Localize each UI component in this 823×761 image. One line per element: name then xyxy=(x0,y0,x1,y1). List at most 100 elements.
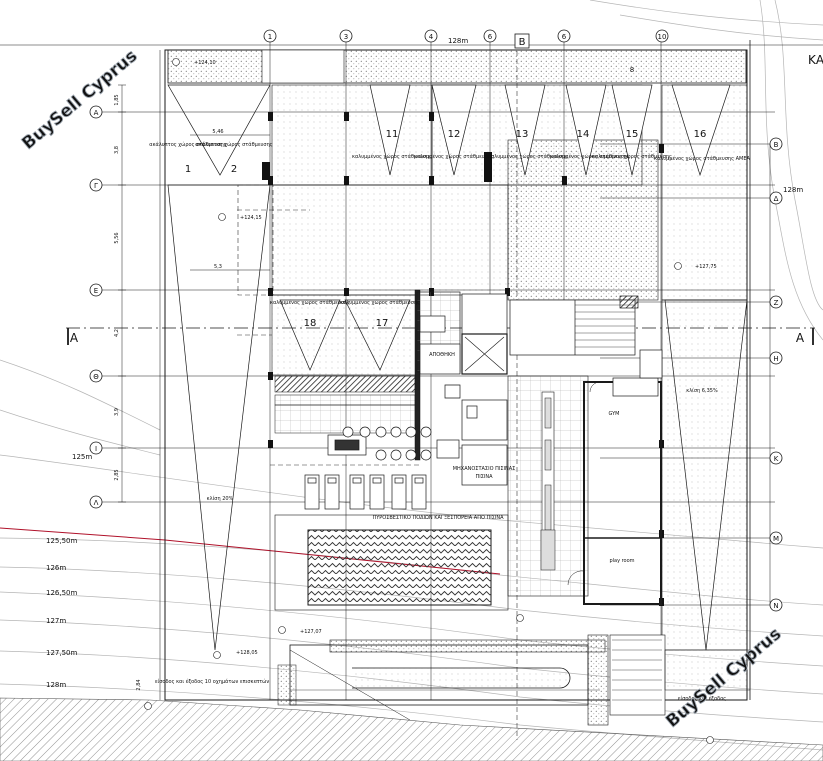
grid-label-col-6b: 6 xyxy=(562,33,567,41)
dimension-labels: 1,85 3,8 5,56 4,2 3,9 2,85 5,46 5,3 2,84 xyxy=(114,94,224,690)
contour-label: 127,50m xyxy=(46,649,77,657)
parking-number: 1 xyxy=(185,164,191,175)
pool xyxy=(307,529,492,606)
entrance-ramp xyxy=(277,634,751,726)
parking-number: 2 xyxy=(231,164,237,175)
dimension-label: 3,8 xyxy=(114,146,120,154)
parking-number: 16 xyxy=(694,129,707,140)
contour-label: 128m xyxy=(46,681,66,689)
contour-label: 125m xyxy=(72,453,92,461)
grid-label-col-10: 10 xyxy=(658,33,667,41)
parking-markers-top xyxy=(369,84,731,177)
parking-number: 12 xyxy=(448,129,461,140)
room-label-storage: ΑΠΟΘΗΚΗ xyxy=(429,352,455,358)
grid-label-row-delta: Δ xyxy=(774,195,779,203)
parking-label: καλυμμένος χώρος στάθμευσης xyxy=(352,153,432,160)
section-marker-left: A xyxy=(70,331,79,345)
grid-label-col-8: 8 xyxy=(630,66,634,74)
dimension-label: 3,9 xyxy=(114,408,120,416)
contour-labels: 125m 125,50m 126m 126,50m 127m 127,50m 1… xyxy=(46,37,803,689)
grid-label-row-m: M xyxy=(773,535,779,543)
room-labels: ΑΠΟΘΗΚΗ GYM play room ΠΙΣΙΝΑ ΜΗΧΑΝΟΣΤΑΣΙ… xyxy=(372,352,634,564)
road-level-top: 128m xyxy=(448,37,468,45)
grid-bubbles xyxy=(89,29,783,612)
section-marker-right: A xyxy=(796,331,805,345)
outdoor-tables xyxy=(327,384,461,461)
room-label-gym: GYM xyxy=(609,411,620,417)
row-grid-labels-left: A Γ E Θ Ι Λ xyxy=(93,109,99,507)
dimension-label: 4,2 xyxy=(114,329,120,337)
grid-bubble-b-square xyxy=(514,33,530,49)
elevation-label: +127,75 xyxy=(695,264,717,270)
pool-note: ΠΥΡΟΣΒΕΣΤΙΚΟ ΠΟΔΙΩΝ ΚΑΙ ΞΕΣΠΟΡΕΙΑ ΑΠΟ ΠΙ… xyxy=(372,515,504,521)
grid-label-col-b: B xyxy=(519,37,526,48)
slope-left-label: κλίση 20% xyxy=(207,495,234,502)
parking-label: καλυμμένος χώρος στάθμευσης xyxy=(550,153,630,160)
dimension-lines xyxy=(118,84,771,605)
grid-label-col-3: 3 xyxy=(344,33,348,41)
row-grid-labels-right: B Δ Z H K M N xyxy=(773,141,779,610)
elevation-markers xyxy=(144,58,714,744)
dimension-label: 5,3 xyxy=(214,264,222,270)
dimension-label: 5,46 xyxy=(212,129,223,135)
parking-number: 14 xyxy=(577,129,590,140)
parking-label: καλυμμένος χώρος στάθμευσης xyxy=(414,153,494,160)
column-grid-labels: 1 3 4 6 B 6 8 10 xyxy=(268,33,667,74)
grid-label-row-k: K xyxy=(774,455,779,463)
road-slope-hatch xyxy=(0,697,823,761)
elevation-label: +128,05 xyxy=(236,650,258,656)
parking-label: ακάλυπτος χώρος στάθμευσης xyxy=(195,141,272,148)
grid-label-row-lambda: Λ xyxy=(94,499,99,507)
core-block xyxy=(416,291,639,486)
pool-edge xyxy=(274,514,509,611)
elevation-label: +124,15 xyxy=(240,215,262,221)
grid-label-col-4: 4 xyxy=(429,33,434,41)
parking-label: καλυμμένος χώρος στάθμευσης xyxy=(340,299,420,306)
parking-label: καλυμμένος χώρος στάθμευσης ΑΜΕΑ xyxy=(654,155,750,162)
top-planter-strip xyxy=(167,49,747,84)
watermark-top-left: BuySell Cyprus xyxy=(18,46,141,154)
dimension-label: 5,56 xyxy=(114,232,120,243)
gym-block xyxy=(540,349,663,605)
parking-number: 13 xyxy=(516,129,529,140)
parking-label: ακάλυπτος χώρος στάθμευσης xyxy=(149,141,226,148)
grid-label-col-1: 1 xyxy=(268,33,272,41)
grid-label-row-theta: Θ xyxy=(93,373,99,381)
dimension-label: 1,85 xyxy=(114,94,120,105)
parking-number: 18 xyxy=(304,318,317,329)
contour-label: 127m xyxy=(46,617,66,625)
elevation-label: +127,07 xyxy=(300,629,322,635)
dimension-label: 2,84 xyxy=(136,679,142,690)
parking-label: καλυμμένος χώρος στάθμευσης xyxy=(592,153,672,160)
room-label-machine: ΜΗΧΑΝΟΣΤΑΣΙΟ ΠΙΣΙΝΑΣ xyxy=(453,466,516,472)
room-label-pool: ΠΙΣΙΝΑ xyxy=(475,474,493,480)
room-label-play: play room xyxy=(609,558,634,564)
grid-label-row-h: H xyxy=(773,355,778,363)
entrance-left-label: είσοδος και έξοδος 10 οχημάτων επισκεπτώ… xyxy=(155,678,270,685)
grid-label-row-b: B xyxy=(774,141,779,149)
elevation-labels: +124,10 +124,15 +127,07 +128,05 +127,75 xyxy=(194,60,717,656)
parking-number: 15 xyxy=(626,129,639,140)
grid-label-row-n: N xyxy=(773,602,778,610)
contour-label: 126,50m xyxy=(46,589,77,597)
slope-right-label: κλίση 6,35% xyxy=(686,387,718,394)
sun-loungers xyxy=(304,474,427,510)
grid-label-row-e: E xyxy=(94,287,98,295)
entrance-right-label: είσοδος και έξοδος xyxy=(678,695,726,702)
grid-label-row-a: A xyxy=(94,109,99,117)
grid-label-row-z: Z xyxy=(774,299,779,307)
grid-label-row-gamma: Γ xyxy=(94,182,98,190)
parking-labels: ακάλυπτος χώρος στάθμευσης 1 ακάλυπτος χ… xyxy=(149,129,750,329)
elevation-label: +124,10 xyxy=(194,60,216,66)
grid-label-row-iota: Ι xyxy=(95,445,97,453)
parking-number: 17 xyxy=(376,318,389,329)
contour-label: 125,50m xyxy=(46,537,77,545)
dimension-label: 2,85 xyxy=(114,469,120,480)
section-line xyxy=(66,327,815,345)
contour-label: 126m xyxy=(46,564,66,572)
grid-label-col-6a: 6 xyxy=(488,33,493,41)
street-label: ΚΑ xyxy=(808,53,823,67)
parking-label: καλυμμένος χώρος στάθμευσης xyxy=(488,153,568,160)
